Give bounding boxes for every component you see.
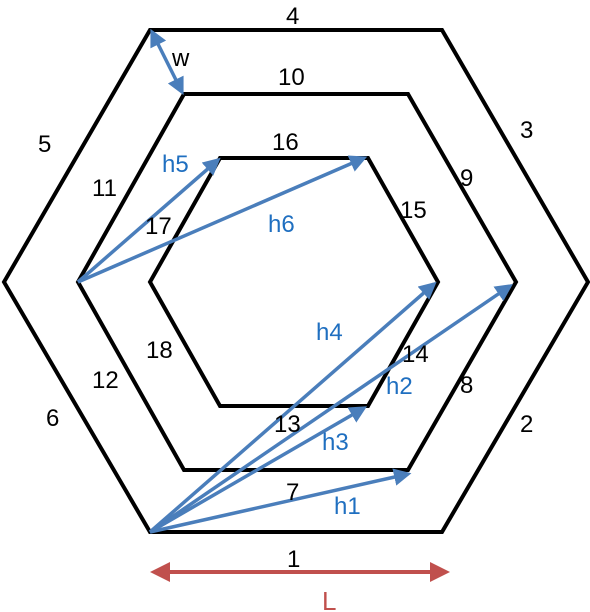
vector-label-h4: h4: [316, 319, 343, 346]
edge-label-1: 1: [287, 546, 300, 573]
edge-label-12: 12: [92, 367, 119, 394]
edge-label-3: 3: [520, 117, 533, 144]
edge-label-7: 7: [286, 479, 299, 506]
edge-label-15: 15: [400, 197, 427, 224]
edge-label-14: 14: [402, 341, 429, 368]
vector-h6: [77, 155, 368, 284]
vector-label-h5: h5: [162, 151, 189, 178]
vector-w: [150, 28, 184, 96]
edge-label-9: 9: [460, 165, 473, 192]
edge-label-10: 10: [278, 64, 305, 91]
vector-label-h6: h6: [268, 211, 295, 238]
inner-hexagon: [147, 156, 441, 408]
edge-label-18: 18: [146, 337, 173, 364]
vector-label-h3: h3: [322, 429, 349, 456]
vector-h3: [149, 406, 368, 534]
edge-label-8: 8: [460, 372, 473, 399]
vector-h1: [149, 468, 412, 534]
vector-label-h2: h2: [386, 373, 413, 400]
length-label: L: [322, 586, 336, 612]
edge-label-13: 13: [274, 411, 301, 438]
edge-label-4: 4: [286, 3, 299, 30]
edge-label-17: 17: [145, 213, 172, 240]
edge-label-6: 6: [46, 405, 59, 432]
vector-h4: [148, 281, 437, 534]
vector-label-w: w: [171, 45, 190, 72]
edge-label-2: 2: [520, 411, 533, 438]
edge-label-16: 16: [272, 129, 299, 156]
vector-h2: [149, 284, 513, 534]
edge-label-11: 11: [92, 175, 117, 202]
outer-hexagon: [1, 28, 590, 534]
vector-label-h1: h1: [334, 493, 361, 520]
vector-h5: [76, 157, 221, 284]
edge-label-5: 5: [38, 131, 51, 158]
